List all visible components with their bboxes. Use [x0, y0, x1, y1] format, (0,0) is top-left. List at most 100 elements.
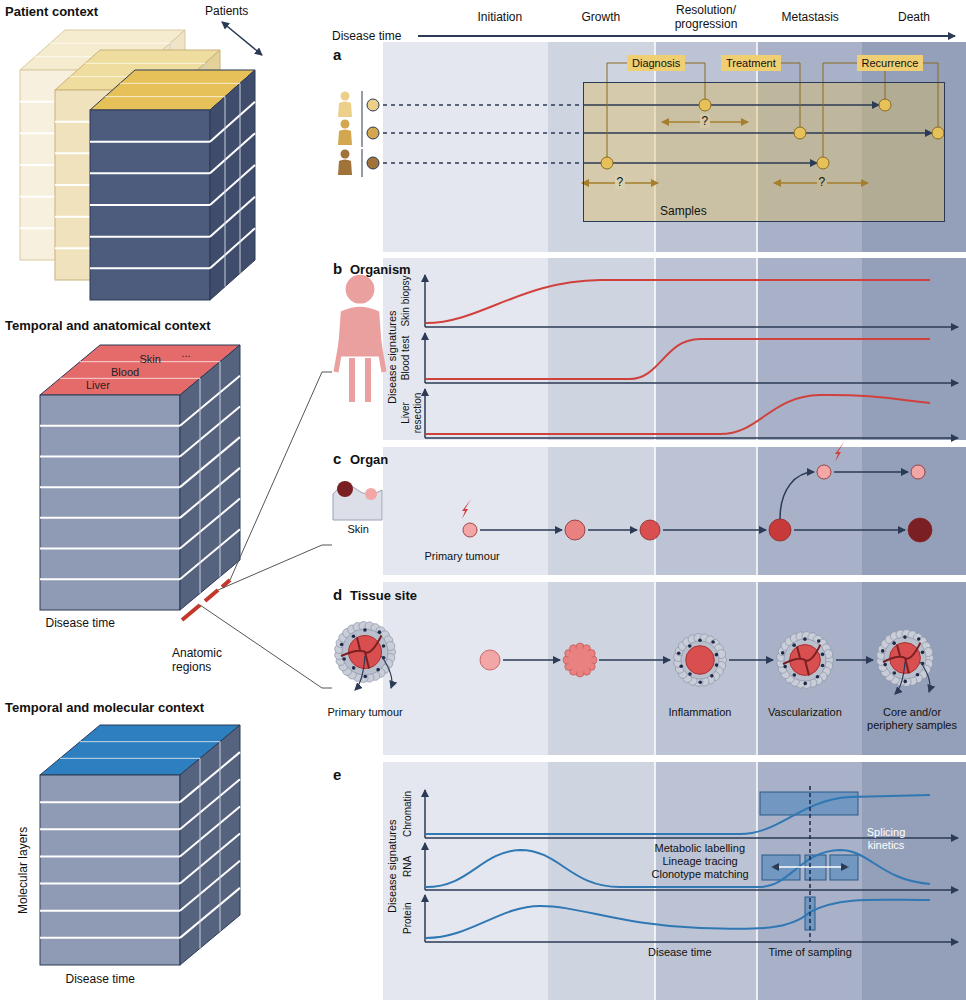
drawing-part [677, 651, 681, 655]
drawing-part [425, 889, 958, 891]
drawing-part [729, 659, 773, 661]
drawing-part [548, 258, 655, 440]
region-label: Skin [140, 353, 161, 366]
node-text: Diagnosis [632, 56, 680, 70]
drawing-part [834, 471, 908, 473]
drawing-part [341, 150, 350, 159]
drawing-part [342, 657, 346, 661]
drawing-part [462, 499, 471, 519]
drawing-part [654, 762, 656, 1000]
stage-note: Primary tumour [328, 706, 403, 719]
drawing-part [640, 520, 660, 540]
drawing-part [424, 790, 426, 838]
drawing-part [222, 22, 262, 55]
drawing-part [480, 650, 500, 670]
drawing-part [337, 481, 353, 497]
stage-label: Death [898, 10, 930, 24]
drawing-part [40, 855, 180, 857]
drawing-part [920, 662, 930, 692]
stage-note: Primary tumour [425, 550, 500, 563]
drawing-part [40, 425, 180, 427]
drawing-part [816, 675, 820, 679]
drawing-part [352, 666, 356, 670]
drawing-part [794, 127, 806, 139]
drawing-part [40, 548, 180, 550]
event-box: Diagnosis [627, 55, 685, 71]
drawing-part [362, 91, 363, 119]
drawing-part [599, 659, 670, 661]
drawing-part [426, 795, 930, 834]
drawing-part [698, 638, 702, 642]
drawing-part [821, 653, 825, 657]
drawing-part [210, 133, 255, 173]
drawing-part [568, 648, 592, 672]
axis-label: Patients [205, 4, 248, 18]
drawing-part [240, 83, 241, 273]
drawing-part [654, 258, 656, 440]
drawing-part [40, 517, 180, 519]
drawing-part [365, 488, 377, 500]
drawing-part [503, 659, 560, 661]
drawing-part [681, 641, 719, 679]
drawing-part [363, 628, 367, 632]
stage-note: Vascularization [768, 706, 842, 719]
drawing-part [367, 157, 379, 169]
drawing-part [225, 97, 226, 287]
track-label: RNA [402, 855, 414, 876]
node-text: Recurrence [862, 56, 919, 70]
drawing-part [363, 675, 367, 679]
method-label: Splicing kinetics [855, 826, 917, 852]
drawing-part [40, 937, 180, 939]
drawing-part [180, 779, 240, 829]
drawing-part [180, 888, 240, 938]
drawing-part [932, 127, 944, 139]
sample-box: Samples [583, 82, 945, 222]
drawing-part [210, 102, 255, 142]
track-label: Skin biopsy [400, 275, 412, 327]
drawing-part [383, 582, 548, 755]
drawing-part [688, 672, 692, 676]
drawing-part [426, 395, 930, 434]
stage-label: Initiation [478, 10, 523, 24]
drawing-part [40, 910, 180, 912]
drawing-part [222, 580, 230, 587]
drawing-part [715, 653, 719, 657]
drawing-part [756, 258, 758, 440]
drawing-part [424, 275, 426, 327]
drawing-part [548, 582, 655, 755]
drawing-part [548, 447, 655, 575]
drawing-part [711, 640, 715, 644]
drawing-part [583, 162, 817, 164]
drawing-part [607, 63, 608, 157]
panel-title: Organ [350, 452, 388, 468]
drawing-part [583, 132, 932, 134]
drawing-part [180, 468, 240, 518]
drawing-part [180, 861, 240, 911]
drawing-part [200, 758, 201, 948]
drawing-part [180, 499, 240, 549]
drawing-part [338, 160, 352, 176]
drawing-part [803, 637, 807, 641]
drawing-part [424, 389, 426, 438]
drawing-part [756, 582, 758, 755]
drawing-part [783, 665, 787, 669]
drawing-part [120, 83, 240, 84]
drawing-part [180, 752, 240, 802]
drawing-part [862, 582, 966, 755]
panel-title: Tissue site [350, 588, 417, 604]
stage-note: Core and/or periphery samples [863, 706, 961, 732]
drawing-part [784, 639, 826, 681]
drawing-part [105, 96, 225, 97]
drawing-part [917, 637, 921, 641]
context-title: Temporal and anatomical context [5, 318, 211, 334]
drawing-part [884, 637, 926, 679]
drawing-part [881, 649, 885, 653]
drawing-part [220, 362, 221, 577]
drawing-part [892, 641, 896, 645]
region-label: Blood [111, 366, 139, 379]
drawing-part [583, 104, 879, 106]
drawing-part [180, 834, 240, 884]
drawing-part [425, 437, 958, 439]
drawing-part [783, 645, 820, 676]
drawing-part [378, 630, 382, 634]
